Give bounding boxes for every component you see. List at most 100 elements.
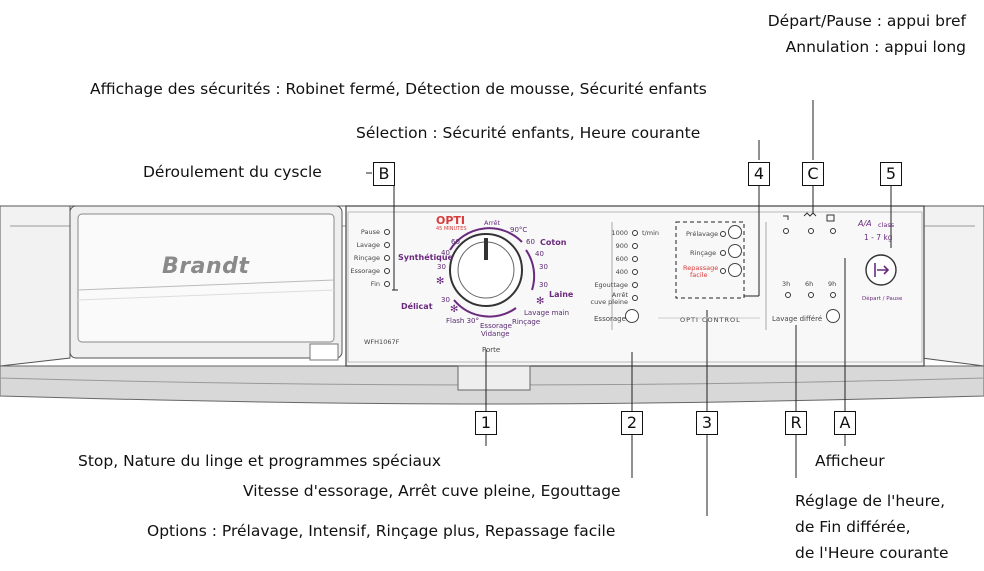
energy-class: A/A — [858, 219, 872, 228]
callout-a: A — [834, 411, 856, 435]
led-3h — [785, 292, 791, 298]
cycle-pause: Pause — [360, 228, 380, 236]
prelavage-button[interactable] — [728, 225, 742, 239]
program-essorage: Essorage — [480, 322, 512, 330]
led-repassage — [720, 268, 726, 274]
callout-3: 3 — [696, 411, 718, 435]
label-reglage-2: de Fin différée, — [795, 518, 911, 536]
label-vitesse: Vitesse d'essorage, Arrêt cuve pleine, E… — [243, 482, 621, 500]
led-child-security — [830, 228, 836, 234]
snowflake-icon: ✻ — [436, 276, 445, 287]
cycle-rincage: Rinçage — [353, 254, 380, 262]
program-dial[interactable] — [450, 234, 522, 306]
label-options: Options : Prélavage, Intensif, Rinçage p… — [147, 522, 616, 540]
temp-cot-40: 40 — [535, 250, 544, 258]
option-facile: facile — [690, 271, 708, 279]
temp-cot-60: 60 — [526, 238, 535, 246]
spin-900: 900 — [615, 242, 628, 250]
spin-400: 400 — [615, 268, 628, 276]
program-arret: Arrêt — [484, 219, 501, 227]
program-lavage-main: Lavage main — [524, 309, 570, 317]
spin-label: Essorage — [594, 315, 626, 323]
led-6h — [808, 292, 814, 298]
callout-1: 1 — [475, 411, 497, 435]
temp-laine-30: 30 — [539, 281, 548, 289]
led-lavage — [384, 242, 390, 248]
temp-delicat-30: 30 — [441, 296, 450, 304]
spin-unit: t/min — [642, 229, 659, 237]
door-label: Porte — [482, 346, 501, 354]
label-securites: Affichage des sécurités : Robinet fermé,… — [90, 80, 707, 98]
label-reglage-3: de l'Heure courante — [795, 544, 949, 562]
program-opti: OPTI — [436, 214, 466, 227]
spin-1000: 1000 — [611, 229, 628, 237]
callout-c: C — [802, 162, 824, 186]
temp-syn-30: 30 — [437, 263, 446, 271]
label-deroulement: Déroulement du cyscle — [143, 163, 322, 181]
energy-class-word: class — [878, 221, 895, 229]
rincage-button[interactable] — [728, 244, 742, 258]
start-label: Départ / Pause — [862, 296, 903, 302]
spin-button[interactable] — [625, 309, 639, 323]
led-900 — [632, 243, 638, 249]
temp-90: 90°C — [510, 226, 528, 234]
option-rincage: Rinçage — [690, 249, 717, 257]
delay-label: Lavage différé — [772, 315, 823, 323]
callout-5: 5 — [880, 162, 902, 186]
label-annulation: Annulation : appui long — [785, 38, 966, 56]
program-vidange: Vidange — [481, 330, 510, 338]
delay-9h: 9h — [828, 280, 837, 288]
option-prelavage: Prélavage — [686, 230, 719, 238]
led-rincage — [384, 255, 390, 261]
spin-cuve: cuve pleine — [590, 298, 628, 306]
led-400 — [632, 269, 638, 275]
snowflake-icon: ✻ — [536, 296, 545, 307]
delay-3h: 3h — [782, 280, 791, 288]
led-fin — [384, 281, 390, 287]
spin-egouttage: Egouttage — [594, 281, 628, 289]
delay-6h: 6h — [805, 280, 814, 288]
spin-600: 600 — [615, 255, 628, 263]
led-arret-cuve — [632, 295, 638, 301]
label-depart-pause: Départ/Pause : appui bref — [767, 12, 966, 30]
led-essorage — [384, 268, 390, 274]
cycle-essorage: Essorage — [350, 267, 380, 275]
model-code: WFH1067F — [364, 338, 400, 346]
delay-button[interactable] — [826, 309, 840, 323]
temp-cot-30: 30 — [539, 263, 548, 271]
brand-logo: Brandt — [162, 254, 250, 279]
program-opti-sub: 45 MINUTES — [436, 226, 467, 232]
snowflake-icon: ✻ — [450, 304, 459, 315]
led-600 — [632, 256, 638, 262]
led-prelavage — [720, 231, 726, 237]
led-9h — [830, 292, 836, 298]
program-laine: Laine — [549, 290, 574, 299]
label-stop-nature: Stop, Nature du linge et programmes spéc… — [78, 452, 442, 470]
start-pause-button[interactable] — [866, 255, 896, 285]
callout-2: 2 — [621, 411, 643, 435]
label-reglage-1: Réglage de l'heure, — [795, 492, 946, 510]
program-flash: Flash 30° — [446, 317, 479, 325]
led-rincage-plus — [720, 250, 726, 256]
repassage-button[interactable] — [728, 263, 742, 277]
capacity: 1 - 7 kg — [864, 233, 893, 242]
led-foam-security — [808, 228, 814, 234]
callout-4: 4 — [748, 162, 770, 186]
program-coton: Coton — [540, 238, 567, 247]
temp-syn-60: 60 — [451, 238, 460, 246]
led-egouttage — [632, 282, 638, 288]
temp-syn-40: 40 — [441, 249, 450, 257]
led-pause — [384, 229, 390, 235]
spin-arret: Arrêt — [611, 291, 628, 299]
program-delicat: Délicat — [401, 302, 433, 311]
led-1000 — [632, 230, 638, 236]
program-synthetique: Synthétique — [398, 253, 454, 262]
opticontrol-logo: OPTI CONTROL — [680, 316, 741, 324]
led-tap-security — [783, 228, 789, 234]
callout-b: B — [373, 162, 395, 186]
program-rincage: Rinçage — [512, 318, 541, 326]
cycle-lavage: Lavage — [356, 241, 380, 249]
cycle-fin: Fin — [370, 280, 380, 288]
option-repassage: Repassage — [683, 264, 719, 272]
